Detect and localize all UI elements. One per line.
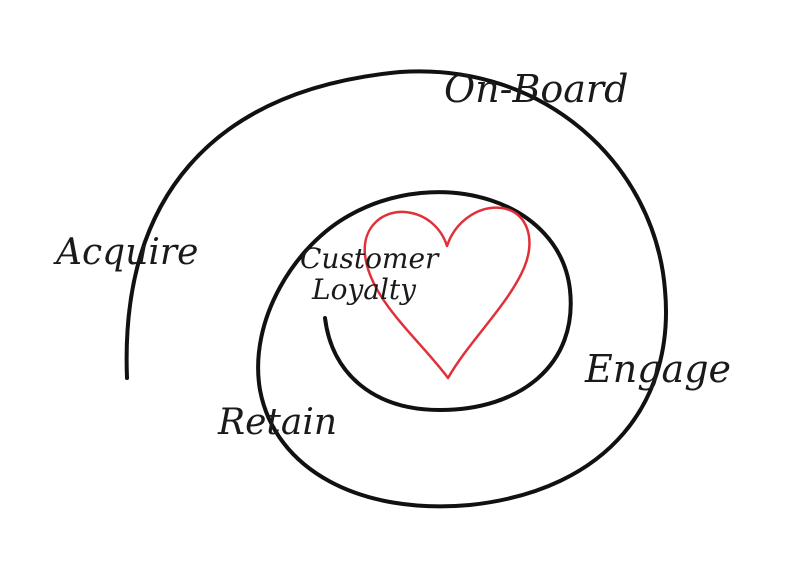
center-label-line1: Customer [300,242,439,275]
stage-label-retain: Retain [218,402,338,443]
heart-icon [363,206,531,380]
stage-label-engage: Engage [585,347,732,391]
center-label-line2: Loyalty [312,273,416,306]
stage-label-acquire: Acquire [56,232,199,273]
spiral-line [124,69,668,509]
stage-label-onboard: On-Board [444,67,629,111]
